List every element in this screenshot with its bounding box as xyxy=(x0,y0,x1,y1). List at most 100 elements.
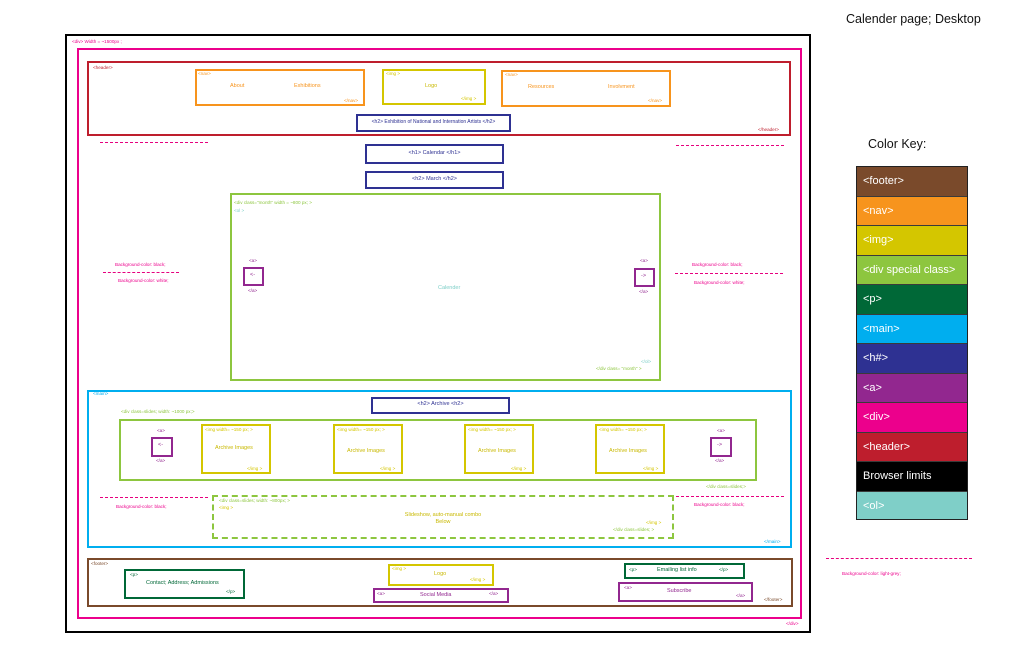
social-open: <a> xyxy=(377,591,385,596)
color-key-row: <div> xyxy=(857,403,967,433)
footer-contact-box xyxy=(124,569,245,599)
emailing-box xyxy=(624,563,745,579)
slides-prev-close-label: </a> xyxy=(156,458,166,463)
color-key-row: <p> xyxy=(857,285,967,315)
nav-involvment-link[interactable]: Involvment xyxy=(608,84,635,90)
browser-limits-frame xyxy=(65,34,811,633)
slides-prev-arrow: <- xyxy=(158,442,164,448)
color-key-row: <ol> xyxy=(857,491,967,519)
social-media-link[interactable] xyxy=(373,588,509,603)
slides-close-label: </div class=slides;> xyxy=(706,484,746,489)
footer-logo-open: <img > xyxy=(392,566,407,571)
header-logo-box xyxy=(382,69,486,105)
color-key-row: <h#> xyxy=(857,344,967,374)
bg-note-right-2: Background-color: white; xyxy=(694,280,745,285)
month-next-arrow: -> xyxy=(641,273,647,279)
color-key-label: <div special class> xyxy=(863,263,956,276)
color-key-label: <a> xyxy=(863,381,882,394)
header-logo-close-label: </img > xyxy=(461,96,477,101)
subscribe-close: </a> xyxy=(736,593,746,598)
archive-image-2-open: <img width= ~150 px; > xyxy=(337,427,385,432)
color-key-row: <div special class> xyxy=(857,255,967,285)
footer-contact-text: Contact; Address; Admissions xyxy=(146,580,219,586)
nav-about-link[interactable]: About xyxy=(230,83,245,89)
subscribe-link[interactable] xyxy=(618,582,753,602)
color-key-title: Color Key: xyxy=(868,137,927,151)
main-bg-left: Background-color: black; xyxy=(116,504,167,509)
footer-box xyxy=(87,558,793,607)
bg-note-left-1: Background-color: black; xyxy=(115,262,166,267)
outer-div-box xyxy=(77,48,802,619)
month-next-button[interactable] xyxy=(634,268,655,287)
nav-left-box xyxy=(195,69,365,106)
color-key-row: <nav> xyxy=(857,196,967,226)
nav-exhibitions-link[interactable]: Exhibitions xyxy=(294,83,321,89)
bg-note-right-1: Background-color: black; xyxy=(692,262,743,267)
slideshow-open-label: <div class=slides; width: ~800px; > xyxy=(219,498,290,503)
slideshow-close-label: </div class=slides; > xyxy=(613,527,655,532)
bg-divider-right-main xyxy=(676,496,784,497)
emailing-close: </p> xyxy=(719,567,729,572)
bg-divider-right-month xyxy=(675,273,783,274)
month-div-box xyxy=(230,193,661,381)
color-key-row: <footer> xyxy=(857,167,967,197)
footer-contact-open: <p> xyxy=(130,572,138,577)
slides-next-button[interactable] xyxy=(710,437,732,457)
bg-divider-left-top xyxy=(100,142,208,143)
month-next-open-label: <a> xyxy=(640,258,648,263)
nav-left-open-label: <nav> xyxy=(198,71,211,76)
slideshow-img-open: <img > xyxy=(219,505,234,510)
archive-image-2-close: </img > xyxy=(380,466,396,471)
header-close-label: </header> xyxy=(758,127,779,132)
archive-image-4 xyxy=(595,424,665,474)
slides-prev-button[interactable] xyxy=(151,437,173,457)
outer-div-open-label: <div> Width = ~1500px ; xyxy=(72,39,122,44)
header-logo[interactable]: Logo xyxy=(425,83,438,89)
h2-month-box xyxy=(365,171,504,189)
h2-month: <h2> March </h2> xyxy=(412,176,457,182)
month-prev-close-label: </a> xyxy=(248,288,258,293)
footer-contact-close: </p> xyxy=(226,589,236,594)
color-key-row: <img> xyxy=(857,226,967,256)
ol-open-label: <ol > xyxy=(234,208,245,213)
social-media-label: Social Media xyxy=(420,592,452,598)
archive-image-4-open: <img width= ~150 px; > xyxy=(599,427,647,432)
main-open-label: <main> xyxy=(93,391,109,396)
footer-logo[interactable]: Logo xyxy=(434,571,447,577)
footer-logo-box xyxy=(388,564,494,586)
footer-logo-close: </img > xyxy=(470,577,486,582)
color-key-label: <p> xyxy=(863,293,882,306)
color-key-row: <a> xyxy=(857,373,967,403)
month-prev-open-label: <a> xyxy=(249,258,257,263)
slides-next-close-label: </a> xyxy=(715,458,725,463)
slideshow-box xyxy=(212,495,674,539)
slides-box xyxy=(119,419,757,481)
archive-image-1-label: Archive Images xyxy=(215,445,253,451)
main-close-label: </main> xyxy=(764,539,781,544)
color-key-row: <main> xyxy=(857,314,967,344)
outer-div-close-label: </div> xyxy=(786,621,799,626)
color-key-label: <ol> xyxy=(863,499,885,512)
color-key-label: Browser limits xyxy=(863,470,932,483)
month-prev-button[interactable] xyxy=(243,267,264,286)
archive-image-3 xyxy=(464,424,534,474)
bg-divider-left-month xyxy=(103,272,179,273)
archive-image-2 xyxy=(333,424,403,474)
color-key-label: <img> xyxy=(863,234,894,247)
nav-resources-link[interactable]: Resources xyxy=(528,84,555,90)
slides-next-open-label: <a> xyxy=(717,428,725,433)
emailing-open: <p> xyxy=(629,567,637,572)
color-key-label: <nav> xyxy=(863,204,894,217)
color-key-row: Browser limits xyxy=(857,462,967,492)
slideshow-label-1: Slideshow, auto-manual combo xyxy=(404,512,482,518)
bg-divider-left-main xyxy=(100,497,208,498)
archive-image-4-label: Archive Images xyxy=(609,448,647,454)
slides-open-label: <div class=slides; width: ~1000 px;> xyxy=(121,409,195,414)
archive-image-1-open: <img width= ~150 px; > xyxy=(205,427,253,432)
calendar-label: Calender xyxy=(438,285,461,291)
archive-image-1 xyxy=(201,424,271,474)
main-bg-right: Background-color: black; xyxy=(694,502,745,507)
nav-left-close-label: </nav> xyxy=(344,98,359,103)
archive-image-4-close: </img > xyxy=(643,466,659,471)
color-key-label: <h#> xyxy=(863,352,889,365)
